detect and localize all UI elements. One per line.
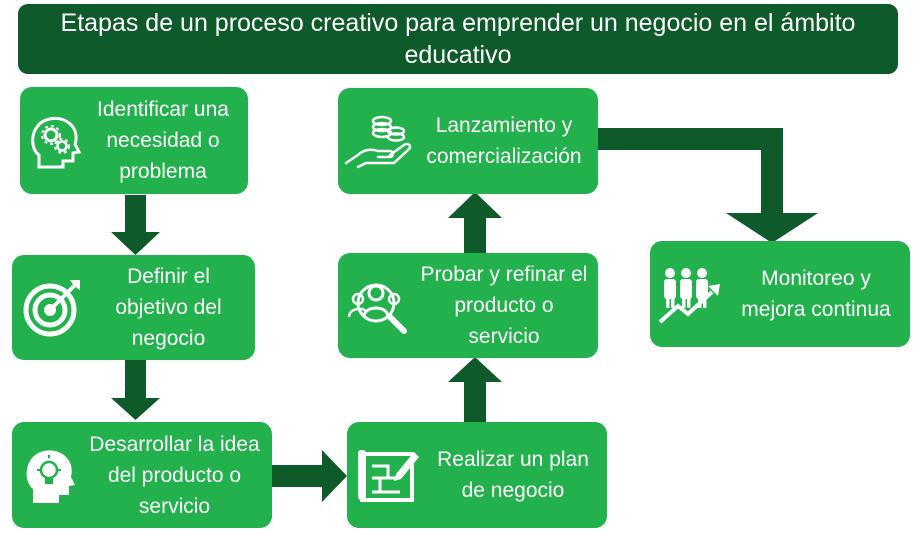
arrow-elbow: [598, 128, 818, 243]
step-label: Monitoreo y mejora continua: [741, 267, 891, 321]
diagram-title: Etapas de un proceso creativo para empre…: [18, 4, 898, 74]
step-label: Desarrollar la idea del producto o servi…: [89, 432, 260, 518]
target-arrow-icon: [12, 276, 92, 340]
people-magnifier-icon: [338, 275, 420, 337]
arrow-up-1: [448, 357, 502, 422]
step-business-plan: Realizar un plan de negocio: [347, 422, 607, 528]
step-develop-idea: Desarrollar la idea del producto o servi…: [12, 422, 272, 528]
arrow-down-2: [111, 360, 160, 420]
step-launch: Lanzamiento y comercialización: [338, 88, 598, 194]
step-label: Identificar una necesidad o problema: [97, 98, 229, 183]
step-test-refine: Probar y refinar el producto o servicio: [338, 253, 598, 358]
step-monitoring: Monitoreo y mejora continua: [650, 241, 910, 347]
head-lightbulb-icon: [12, 443, 87, 507]
step-label: Probar y refinar el producto o servicio: [420, 263, 588, 348]
hand-coins-icon: [338, 113, 420, 169]
arrow-up-2: [448, 192, 502, 253]
arrow-right-1: [272, 450, 347, 502]
step-label: Definir el objetivo del negocio: [115, 265, 222, 350]
people-growth-icon: [650, 264, 732, 324]
head-gears-icon: [20, 111, 88, 171]
step-identify-need: Identificar una necesidad o problema: [20, 87, 248, 194]
step-label: Realizar un plan de negocio: [437, 448, 589, 502]
blueprint-pencil-icon: [347, 444, 429, 506]
arrow-down-1: [111, 195, 160, 255]
step-define-objective: Definir el objetivo del negocio: [12, 255, 255, 360]
step-label: Lanzamiento y comercialización: [426, 114, 582, 168]
